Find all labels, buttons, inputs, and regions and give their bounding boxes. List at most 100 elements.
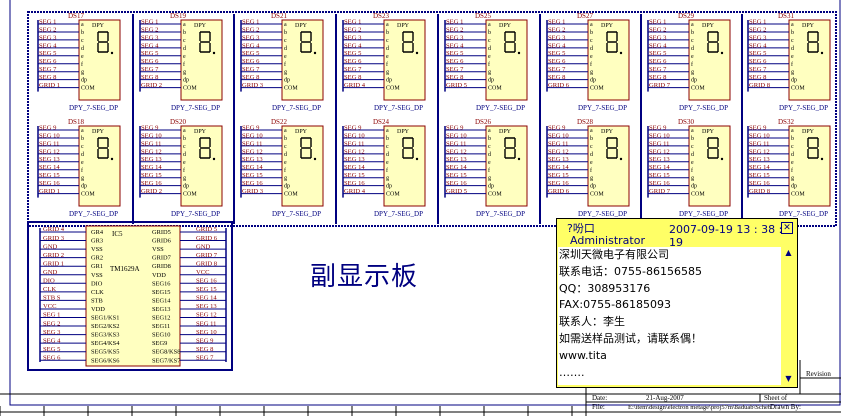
seven-seg-digit-icon (504, 31, 516, 53)
ic-pin-label: SEG15 (152, 289, 170, 296)
display-type-label: DPY (702, 23, 715, 29)
net-label: GRID 8 (196, 260, 218, 267)
segment-pin-label: a (81, 22, 84, 28)
segment-pin-label: a (81, 128, 84, 134)
net-label: GND (196, 243, 211, 250)
net-label: GRID 6 (196, 235, 218, 242)
net-label: SEG 16 (749, 180, 770, 187)
ic5-body[interactable] (85, 225, 181, 367)
popup-message-line: 深圳天微电子有限公司 (559, 248, 669, 261)
net-label: SEG 14 (649, 164, 670, 171)
segment-pin-label: b (183, 30, 186, 36)
popup-timestamp: 2007-09-19 13 : 38 : 19 (669, 223, 783, 249)
segment-pin-label: g (791, 176, 794, 182)
display-type-label: DPY (802, 129, 815, 135)
net-label: SEG 9 (749, 124, 767, 131)
net-label: SEG 3 (649, 34, 667, 41)
segment-pin-label: a (590, 22, 593, 28)
scroll-down-icon[interactable]: ▼ (785, 374, 792, 383)
display-part-name: DPY_7-SEG_DP (679, 104, 728, 112)
segment-pin-label: c (791, 144, 794, 150)
popup-scrollbar[interactable]: ▲ ▼ (782, 247, 796, 385)
net-label: SEG 8 (242, 74, 260, 81)
display-part-name: DPY_7-SEG_DP (69, 210, 118, 218)
net-label: GRID 3 (43, 235, 65, 242)
net-label: SEG 5 (446, 50, 464, 57)
net-label: SEG 5 (39, 50, 57, 57)
display-part-name: DPY_7-SEG_DP (779, 104, 828, 112)
ic-ref: IC5 (112, 230, 123, 238)
net-label: SEG 6 (548, 58, 566, 65)
ic-pin-label: VSS (152, 246, 164, 253)
scroll-up-icon[interactable]: ▲ (785, 248, 792, 257)
net-label: SEG 14 (196, 295, 217, 302)
segment-pin-label: b (81, 30, 84, 36)
net-label: SEG 15 (196, 286, 217, 293)
segment-pin-label: f (81, 167, 83, 174)
display-ref: DS17 (68, 12, 84, 20)
com-pin-label: COM (183, 192, 197, 198)
segment-pin-label: d (81, 46, 84, 52)
net-label: SEG 3 (43, 329, 61, 336)
sheet-label: Sheet of (764, 394, 788, 402)
net-label: SEG 1 (39, 18, 56, 25)
net-label: GRID 2 (141, 82, 162, 89)
net-label: SEG 4 (39, 42, 57, 49)
segment-pin-label: g (691, 70, 694, 76)
net-label: SEG 12 (548, 148, 569, 155)
segment-pin-label: f (386, 167, 388, 174)
net-label: SEG 8 (548, 74, 566, 81)
com-pin-label: COM (284, 192, 298, 198)
segment-pin-label: d (488, 46, 491, 52)
segment-pin-label: f (386, 61, 388, 68)
segment-pin-label: b (488, 136, 491, 142)
message-popup[interactable]: ?吩口 2007-09-19 13 : 38 : 19 Administrato… (556, 218, 798, 388)
ic-pin-label: VDD (152, 272, 166, 279)
segment-pin-label: f (284, 167, 286, 174)
net-label: SEG 15 (39, 172, 60, 179)
file-label: File: (592, 403, 605, 411)
popup-message-line: ……. (559, 365, 585, 379)
net-label: SEG 2 (344, 26, 361, 33)
seven-seg-digit-icon (707, 137, 719, 159)
segment-pin-label: a (590, 128, 593, 134)
display-type-label: DPY (397, 129, 410, 135)
net-label: SEG 12 (196, 312, 217, 319)
net-label: GRID 8 (749, 82, 771, 89)
ic-group-frame (27, 221, 233, 371)
net-label: SEG 16 (39, 180, 60, 187)
popup-header[interactable]: ?吩口 2007-09-19 13 : 38 : 19 Administrato… (557, 219, 797, 249)
net-label: GRID 5 (446, 188, 468, 195)
net-label: SEG 10 (196, 329, 217, 336)
display-body (78, 125, 121, 207)
net-label: SEG 2 (141, 26, 158, 33)
file-value: E:\item\design\electron metage\proj57m\8… (628, 404, 771, 411)
net-label: SEG 11 (344, 140, 364, 147)
net-label: SEG 4 (344, 42, 362, 49)
segment-pin-label: f (284, 61, 286, 68)
display-type-label: DPY (802, 23, 815, 29)
segment-pin-label: g (488, 176, 491, 182)
date-label: Date: (592, 394, 607, 402)
close-icon[interactable]: ✕ (781, 222, 793, 234)
com-pin-label: COM (791, 86, 805, 92)
